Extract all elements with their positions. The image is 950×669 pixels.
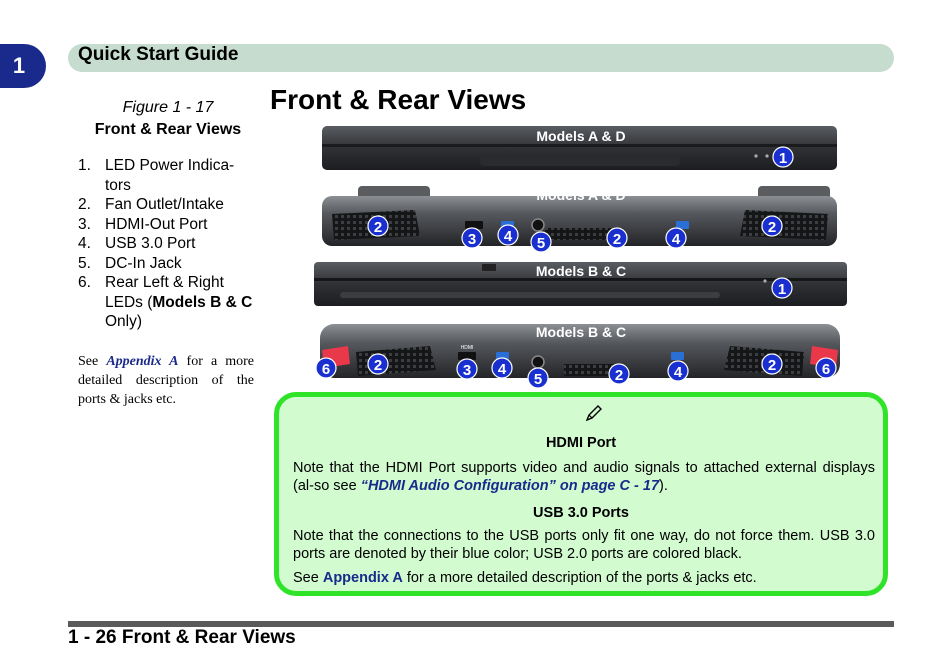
laptop-views-illustration: Models A & D 1 Models A & D 2 [314, 126, 847, 389]
hdmi-port-text: Note that the HDMI Port supports video a… [293, 460, 875, 494]
svg-text:2: 2 [768, 357, 776, 374]
list-item: 4.USB 3.0 Port [78, 235, 196, 252]
callout-badge: 4 [667, 360, 689, 382]
list-item: 3.HDMI-Out Port [78, 215, 208, 233]
callout-badge: 4 [491, 357, 513, 379]
view-label-front-ad: Models A & D [536, 128, 625, 144]
figure-caption: Figure 1 - 17 Front & Rear Views [78, 99, 258, 139]
svg-text:2: 2 [613, 231, 621, 248]
view-label-rear-ad: Models A & D [536, 187, 625, 203]
svg-text:1: 1 [779, 150, 787, 167]
appendix-link[interactable]: Appendix A [106, 354, 179, 369]
rear-view-ad: Models A & D 2 3 4 5 2 [322, 186, 837, 253]
pencil-icon [585, 405, 602, 422]
callout-badge: 4 [497, 224, 519, 246]
usb-ports-heading: USB 3.0 Ports [533, 505, 629, 521]
callout-badge: 2 [608, 363, 630, 385]
callout-badge: 1 [772, 146, 794, 168]
page-heading: Front & Rear Views [270, 84, 527, 115]
svg-text:5: 5 [537, 235, 545, 252]
svg-text:4: 4 [674, 364, 683, 381]
callout-badge: 4 [665, 227, 687, 249]
svg-text:1: 1 [778, 281, 786, 298]
svg-text:3: 3 [468, 231, 476, 248]
footer-rule [68, 621, 894, 627]
figure-number: Figure 1 - 17 [122, 99, 214, 116]
hdmi-audio-link[interactable]: “HDMI Audio Configuration” on page C - 1… [360, 478, 660, 494]
callout-badge: 2 [761, 215, 783, 237]
svg-text:2: 2 [374, 357, 382, 374]
rear-view-bc: HDMI Models B & C 6 2 3 4 [315, 324, 840, 389]
view-label-front-bc: Models B & C [536, 263, 626, 279]
callout-badge: 5 [530, 231, 552, 253]
note-callout-box: HDMI Port Note that the HDMI Port suppor… [274, 392, 888, 596]
callout-badge: 1 [771, 277, 793, 299]
list-item: 1.LED Power Indica-tors [78, 157, 235, 194]
svg-text:2: 2 [768, 219, 776, 236]
figure-title: Front & Rear Views [94, 121, 242, 138]
svg-text:2: 2 [615, 367, 623, 384]
svg-text:5: 5 [534, 371, 542, 388]
usb-ports-text: Note that the connections to the USB por… [293, 528, 875, 562]
svg-text:4: 4 [504, 228, 513, 245]
callout-badge: 2 [606, 227, 628, 249]
appendix-link[interactable]: Appendix A [322, 570, 403, 586]
front-view-bc: Models B & C 1 [314, 262, 847, 306]
list-item: 2.Fan Outlet/Intake [78, 196, 224, 213]
list-item: 6.Rear Left & Right LEDs (Models B & C O… [78, 274, 253, 330]
header-bar [68, 44, 894, 72]
appendix-note: See Appendix A for a more detailed descr… [78, 354, 255, 407]
hdmi-port-label: HDMI [461, 345, 474, 351]
callout-badge: 3 [456, 358, 478, 380]
front-view-ad: Models A & D 1 [322, 126, 837, 170]
callout-badge: 2 [367, 215, 389, 237]
appendix-reference-text: See Appendix A for a more detailed descr… [293, 570, 757, 586]
callout-badge: 3 [461, 227, 483, 249]
callout-badge: 5 [527, 367, 549, 389]
header-title: Quick Start Guide [78, 44, 239, 65]
svg-text:4: 4 [498, 361, 507, 378]
list-item: 5.DC-In Jack [78, 254, 182, 272]
hdmi-port-heading: HDMI Port [545, 435, 617, 451]
svg-text:4: 4 [672, 231, 681, 248]
svg-text:3: 3 [463, 362, 471, 379]
callout-badge: 2 [761, 353, 783, 375]
view-label-rear-bc: Models B & C [536, 324, 626, 340]
svg-text:6: 6 [322, 361, 330, 378]
callout-badge: 6 [815, 357, 837, 379]
svg-text:2: 2 [374, 219, 382, 236]
callout-badge: 2 [367, 353, 389, 375]
footer-page-label: 1 - 26 Front & Rear Views [68, 627, 296, 648]
chapter-tab: 1 [0, 44, 46, 88]
chapter-number: 1 [12, 53, 26, 78]
laptop-views: Models A & D 1 Models A & D 2 [310, 118, 855, 393]
figure-legend: 1.LED Power Indica-tors 2.Fan Outlet/Int… [78, 156, 253, 332]
svg-text:6: 6 [822, 361, 830, 378]
callout-badge: 6 [315, 357, 337, 379]
